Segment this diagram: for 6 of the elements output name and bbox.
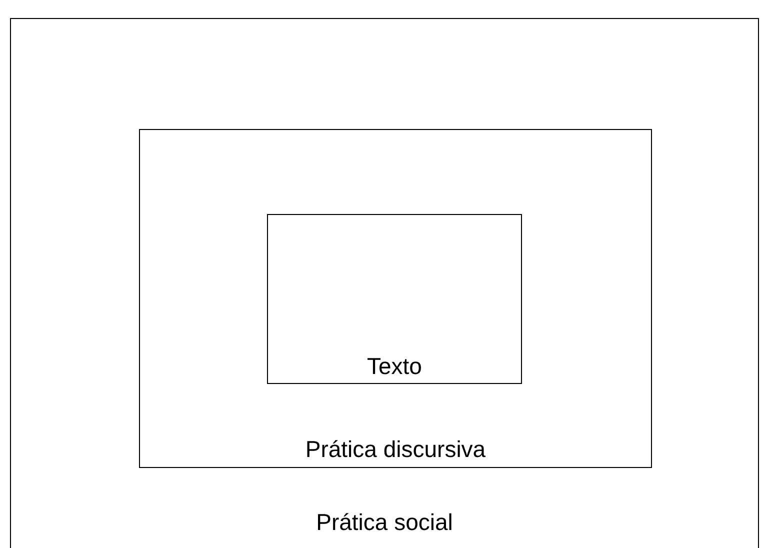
inner-box [267, 214, 522, 384]
middle-box [139, 129, 652, 468]
box-label: Prática social [316, 509, 453, 536]
outer-box [10, 18, 759, 548]
box-label: Prática discursiva [305, 436, 486, 463]
box-label: Texto [367, 353, 422, 380]
